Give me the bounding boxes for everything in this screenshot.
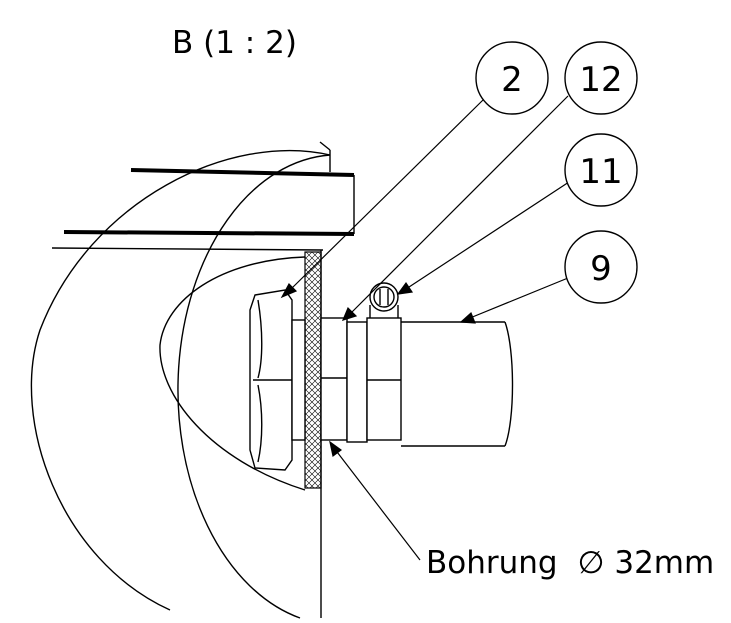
balloon-9: 9 <box>564 230 638 304</box>
view-title: B (1 : 2) <box>172 25 297 61</box>
hose-clamp <box>366 282 402 441</box>
wall-cutout <box>159 256 306 491</box>
gasket-hatched <box>304 251 322 489</box>
leader-lines <box>280 95 573 561</box>
balloon-11: 11 <box>564 133 638 207</box>
balloon-2-label: 2 <box>501 60 523 100</box>
hose <box>401 321 514 447</box>
bore-note-value: 32mm <box>614 545 714 581</box>
cable-gland-body <box>291 317 368 443</box>
housing-lid <box>51 141 355 251</box>
detail-boundary-arc-left <box>30 149 331 611</box>
housing-wall <box>304 250 322 618</box>
balloon-2: 2 <box>475 41 549 115</box>
balloon-11-label: 11 <box>579 152 622 192</box>
diameter-symbol: ∅ <box>577 545 604 581</box>
balloon-12-label: 12 <box>579 60 622 100</box>
bore-note: Bohrung ∅ 32mm <box>426 545 714 581</box>
balloon-9-label: 9 <box>590 249 612 289</box>
detail-boundary-arc <box>177 154 331 619</box>
lock-nut <box>249 289 293 471</box>
bore-note-prefix: Bohrung <box>426 545 558 581</box>
balloon-12: 12 <box>564 41 638 115</box>
